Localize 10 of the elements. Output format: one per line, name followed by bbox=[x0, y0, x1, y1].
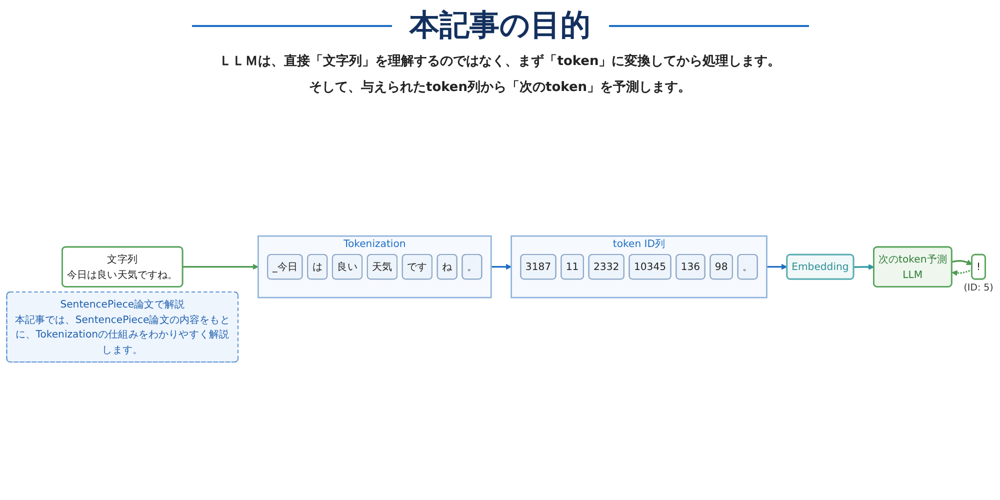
arrow bbox=[491, 264, 512, 270]
arrow bbox=[766, 264, 788, 270]
intro-text: そして、与えられたtoken列から「次のtoken」を予測します。 bbox=[308, 79, 692, 97]
arrow bbox=[854, 264, 874, 270]
arrow bbox=[952, 260, 972, 266]
arrow bbox=[182, 264, 258, 270]
node-caption: (ID: 5) bbox=[964, 282, 994, 294]
arrow bbox=[952, 269, 972, 276]
page-title: 本記事の目的 bbox=[410, 7, 590, 45]
intro-text: ＬＬＭは、直接「文字列」を理解するのではなく、まず「token」に変換してから処理します。 bbox=[218, 52, 782, 71]
